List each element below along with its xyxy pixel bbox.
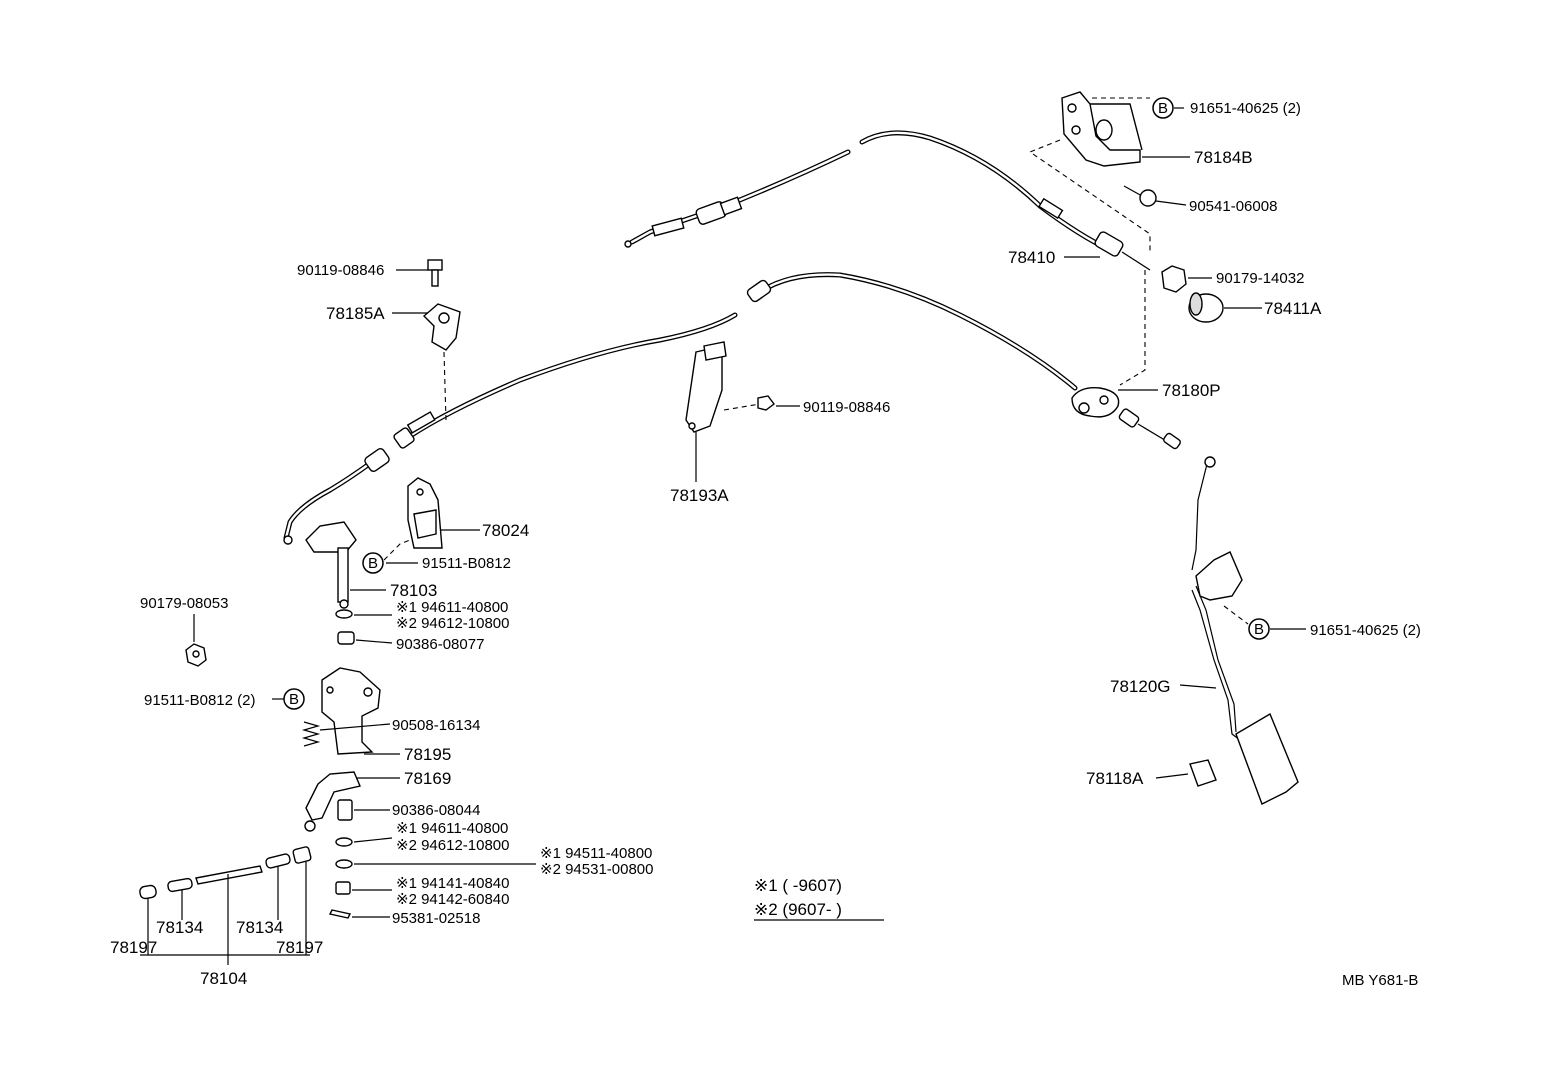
hardware-78169 — [328, 799, 353, 919]
bolt-90119-08846-mid — [723, 395, 775, 411]
label-90541-06008: 90541-06008 — [1189, 198, 1277, 215]
label-78118a: 78118A — [1086, 769, 1144, 788]
washers-78103 — [335, 609, 355, 645]
label-78197-b: 78197 — [276, 938, 323, 957]
mark-b-pedal: B — [1248, 618, 1270, 640]
label-78411a: 78411A — [1264, 299, 1322, 318]
bracket-78193a — [685, 341, 727, 433]
label-78185a: 78185A — [326, 304, 385, 323]
mark-b-top-right: B — [1152, 97, 1174, 119]
bolt-90541-06008 — [1123, 185, 1157, 207]
label-78024: 78024 — [482, 521, 529, 540]
svg-text:B: B — [289, 691, 299, 708]
dashed-guide-78185a — [443, 351, 447, 421]
lever-78169 — [304, 771, 361, 832]
label-78103: 78103 — [390, 581, 437, 600]
bracket-78195 — [321, 667, 381, 755]
nut-90179-14032 — [1161, 265, 1187, 293]
rod-78104 — [139, 846, 312, 900]
main-cable — [283, 272, 1078, 541]
label-94141-40840: ※1 94141-40840 — [396, 875, 510, 892]
label-78410: 78410 — [1008, 248, 1055, 267]
label-90179-08053: 90179-08053 — [140, 595, 228, 612]
nut-90179-08053 — [185, 643, 207, 667]
label-90119-08846-left: 90119-08846 — [297, 262, 384, 279]
label-90386-08044: 90386-08044 — [392, 802, 480, 819]
mark-b-78195: B — [283, 688, 305, 710]
label-90508-16134: 90508-16134 — [392, 717, 480, 734]
pedal-78120g — [1191, 456, 1299, 805]
label-95381-02518: 95381-02518 — [392, 910, 480, 927]
leader-lines — [140, 107, 1306, 965]
label-94611-40800-a: ※1 94611-40800 — [396, 599, 508, 616]
label-94612-10800-a: ※2 94612-10800 — [396, 615, 510, 632]
lever-78103 — [305, 521, 357, 609]
svg-text:B: B — [1158, 100, 1168, 117]
label-78120g: 78120G — [1110, 677, 1171, 696]
stopper-78118a — [1189, 759, 1217, 787]
dashed-guide-78024 — [383, 539, 411, 561]
label-94611-40800-b: ※1 94611-40800 — [396, 820, 508, 837]
label-78104: 78104 — [200, 969, 247, 988]
svg-text:B: B — [1254, 621, 1264, 638]
clamp-78180p — [1071, 387, 1120, 418]
cable-fittings — [283, 196, 1181, 545]
label-90119-08846-mid: 90119-08846 — [803, 399, 890, 416]
label-94511-40800: ※1 94511-40800 — [540, 845, 652, 862]
label-78134-b: 78134 — [236, 918, 283, 937]
label-78193a: 78193A — [670, 486, 729, 505]
legend-note-2: ※2 (9607- ) — [754, 900, 842, 919]
cap-78411a — [1188, 292, 1224, 323]
clamp-78185a — [422, 303, 461, 351]
label-78180p: 78180P — [1162, 381, 1221, 400]
svg-text:B: B — [368, 555, 378, 572]
label-94612-10800-b: ※2 94612-10800 — [396, 837, 510, 854]
mark-b-78024: B — [362, 552, 384, 574]
label-91511-b0812: 91511-B0812 — [422, 555, 511, 572]
bolt-90119-08846-left — [427, 259, 443, 287]
label-90386-08077: 90386-08077 — [396, 636, 484, 653]
legend-note-1: ※1 ( -9607) — [754, 876, 842, 895]
label-78195: 78195 — [404, 745, 451, 764]
dashed-guide-pedal — [1223, 605, 1249, 625]
label-90179-14032: 90179-14032 — [1216, 270, 1304, 287]
bracket-78024 — [407, 477, 443, 549]
dashed-guides-top-right — [1028, 97, 1151, 386]
drawing-code: MB Y681-B — [1342, 972, 1418, 989]
label-94142-60840: ※2 94142-60840 — [396, 891, 510, 908]
label-91511-b0812-2: 91511-B0812 (2) — [144, 692, 255, 709]
label-78169: 78169 — [404, 769, 451, 788]
legend-notes: ※1 ( -9607) ※2 (9607- ) — [754, 876, 884, 921]
label-91651-40625-top: 91651-40625 (2) — [1190, 100, 1301, 117]
label-91651-40625-right: 91651-40625 (2) — [1310, 622, 1421, 639]
label-94531-00800: ※2 94531-00800 — [540, 861, 654, 878]
upper-cable — [629, 130, 1113, 253]
label-78134-a: 78134 — [156, 918, 203, 937]
label-78197-a: 78197 — [110, 938, 157, 957]
label-78184b: 78184B — [1194, 148, 1253, 167]
bracket-78184b — [1061, 91, 1143, 167]
spring-90508-16134 — [301, 721, 321, 747]
